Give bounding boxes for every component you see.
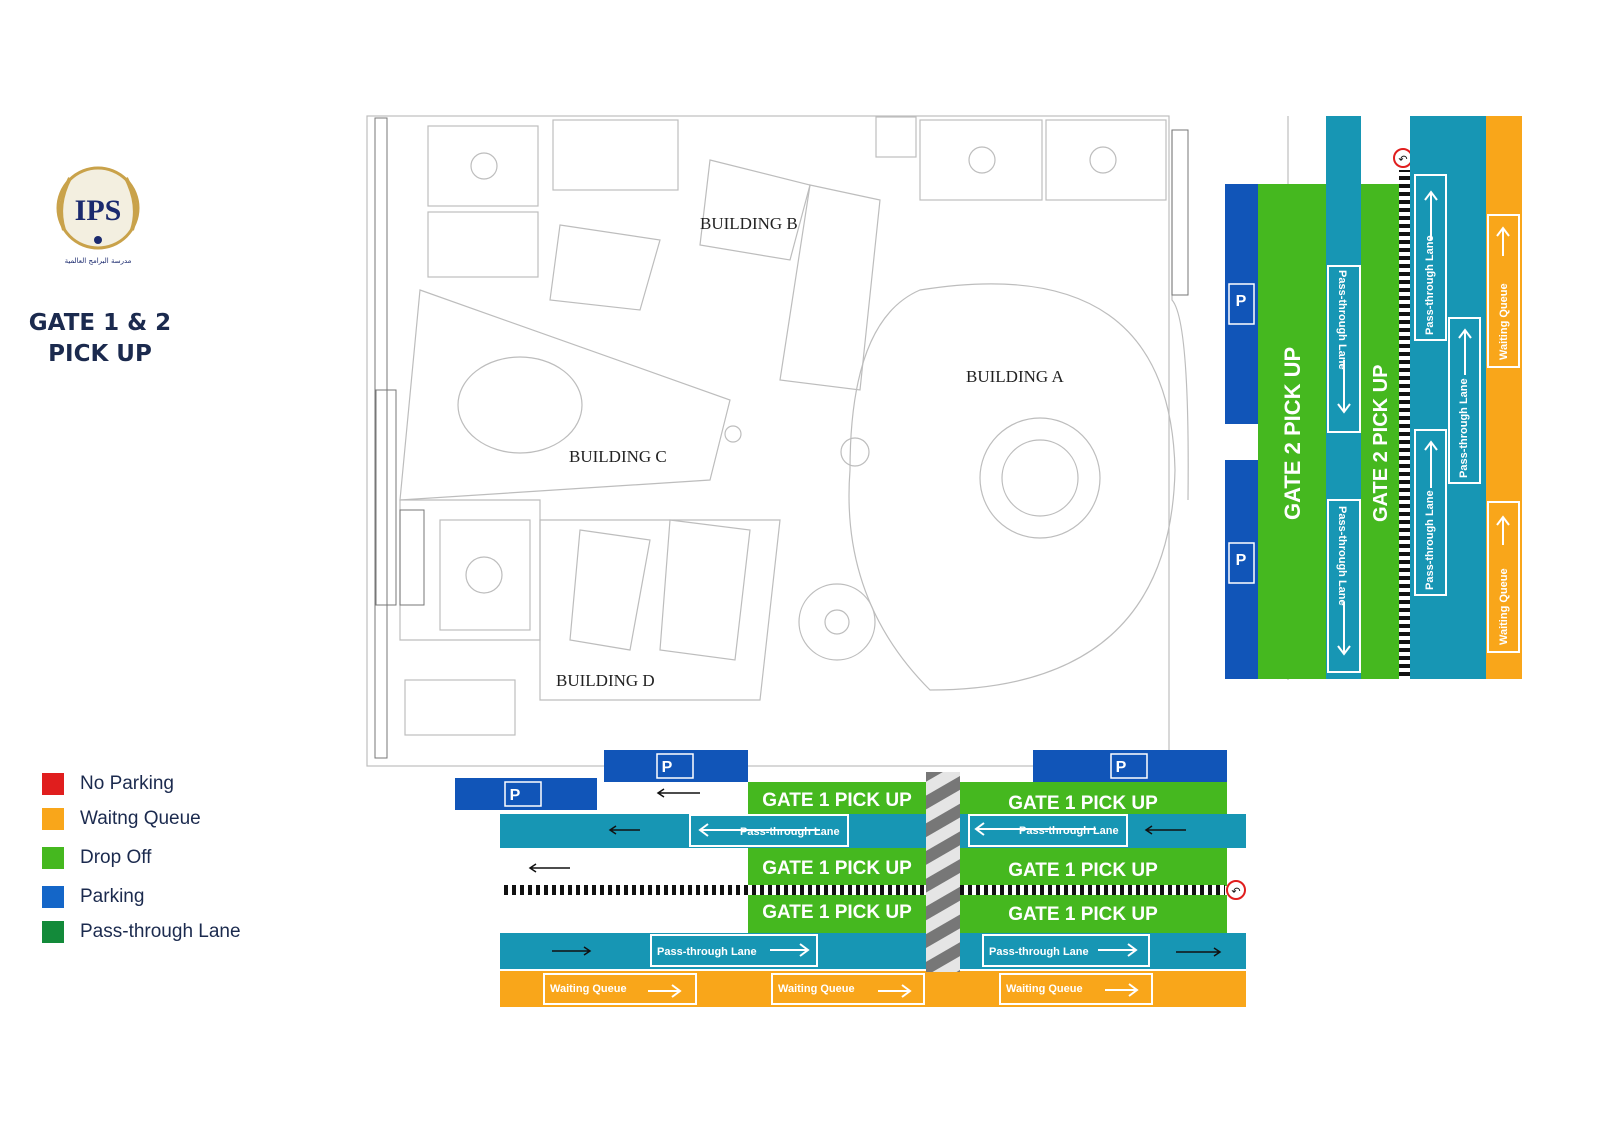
building-b-label: BUILDING B bbox=[700, 214, 798, 233]
logo-letters: IPS bbox=[75, 194, 122, 227]
legend-swatch bbox=[42, 921, 64, 943]
direction-arrows bbox=[648, 190, 1510, 998]
floor-plan bbox=[366, 115, 1289, 767]
gate-1-dropoff-lane bbox=[960, 895, 1227, 933]
no-parking-divider bbox=[960, 885, 1225, 895]
legend-label: Parking bbox=[80, 886, 145, 907]
legend-item-waiting-queue: Waitng Queue bbox=[42, 806, 201, 832]
legend-item-parking: Parking bbox=[42, 884, 144, 910]
legend-swatch bbox=[42, 847, 64, 869]
gate-1-dropoff-lane bbox=[960, 782, 1227, 814]
gate-1-dropoff-lane bbox=[748, 782, 926, 814]
legend-label: Drop Off bbox=[80, 847, 152, 868]
waiting-queue-label: Waiting Queue bbox=[778, 983, 855, 995]
parking-symbol: P bbox=[1236, 552, 1247, 569]
gate-2-dropoff-lane bbox=[1258, 184, 1326, 679]
gate-1-dropoff-lane bbox=[748, 895, 926, 933]
legend-swatch bbox=[42, 808, 64, 830]
pass-lane-label: Pass-through Lane bbox=[1336, 506, 1348, 606]
legend-label: Pass-through Lane bbox=[80, 921, 241, 942]
parking-strip bbox=[604, 750, 748, 782]
u-turn-icon: ↶ bbox=[1226, 880, 1246, 900]
parking-icon: P bbox=[1228, 283, 1255, 325]
svg-text:↶: ↶ bbox=[1231, 885, 1240, 898]
gate-2-pickup-label: GATE 2 PICK UP bbox=[1370, 365, 1392, 522]
no-parking-divider bbox=[1399, 170, 1410, 679]
parking-symbol: P bbox=[510, 787, 521, 804]
legend-item-no-parking: No Parking bbox=[42, 771, 174, 797]
pass-lane-label: Pass-through Lane bbox=[989, 946, 1089, 958]
legend-item-drop-off: Drop Off bbox=[42, 845, 151, 871]
parking-icon: P bbox=[656, 753, 694, 779]
waiting-queue-label: Waiting Queue bbox=[1498, 568, 1510, 645]
pass-lane-label: Pass-through Lane bbox=[1424, 235, 1436, 335]
pass-lane-sign: Pass-through Lane bbox=[1448, 317, 1481, 484]
title-line-2: PICK UP bbox=[48, 341, 152, 367]
no-parking-divider bbox=[500, 885, 926, 895]
svg-text:↶: ↶ bbox=[1398, 153, 1407, 166]
waiting-queue-label: Waiting Queue bbox=[1498, 283, 1510, 360]
gate-2-waiting-queue bbox=[1486, 116, 1522, 679]
logo-arabic-text: مدرسة البرامج العالمية bbox=[65, 257, 132, 265]
legend-label: Waitng Queue bbox=[80, 808, 201, 829]
building-a-label: BUILDING A bbox=[966, 367, 1064, 386]
floor-plan-stairs bbox=[374, 117, 1189, 759]
gate-1-dropoff-lane bbox=[748, 848, 926, 886]
pass-lane-sign: Pass-through Lane bbox=[650, 934, 818, 967]
waiting-queue-sign: Waiting Queue bbox=[1487, 501, 1520, 653]
u-turn-icon: ↶ bbox=[1393, 148, 1413, 168]
gate-1-pass-lane bbox=[960, 814, 1246, 848]
parking-icon: P bbox=[1228, 542, 1255, 584]
pass-lane-sign: Pass-through Lane bbox=[1327, 265, 1361, 433]
waiting-queue-sign: Waiting Queue bbox=[999, 973, 1153, 1005]
parking-symbol: P bbox=[1116, 759, 1127, 776]
title-line-1: GATE 1 & 2 bbox=[28, 310, 172, 336]
building-d-label: BUILDING D bbox=[556, 671, 655, 690]
pedestrian-crossing bbox=[926, 772, 960, 972]
gate-1-pickup-label: GATE 1 PICK UP bbox=[1008, 793, 1158, 814]
parking-symbol: P bbox=[662, 759, 673, 776]
pass-lane-label: Pass-through Lane bbox=[1019, 825, 1119, 837]
pass-lane-label: Pass-through Lane bbox=[657, 946, 757, 958]
parking-symbol: P bbox=[1236, 293, 1247, 310]
pass-lane-sign: Pass-through Lane bbox=[1327, 499, 1361, 673]
road-arrows bbox=[528, 788, 1222, 957]
waiting-queue-label: Waiting Queue bbox=[1006, 983, 1083, 995]
school-logo: IPS مدرسة البرامج العالمية bbox=[56, 166, 140, 265]
pass-lane-sign: Pass-through Lane bbox=[982, 934, 1150, 967]
gate-1-pickup-label: GATE 1 PICK UP bbox=[762, 790, 912, 811]
pass-lane-label: Pass-through Lane bbox=[1424, 490, 1436, 590]
pass-lane-sign: Pass-through Lane bbox=[1414, 174, 1447, 341]
waiting-queue-label: Waiting Queue bbox=[550, 983, 627, 995]
parking-strip bbox=[455, 778, 597, 810]
pass-lane-sign: Pass-through Lane bbox=[1414, 429, 1447, 596]
gate-2-zone: P P GATE 2 PICK UP Pass-through Lane Pas… bbox=[1225, 116, 1522, 679]
legend-swatch bbox=[42, 886, 64, 908]
parking-icon: P bbox=[504, 781, 542, 807]
legend-item-pass-through: Pass-through Lane bbox=[42, 919, 241, 945]
gate-2-dropoff-lane bbox=[1361, 184, 1399, 679]
gate-1-pickup-label: GATE 1 PICK UP bbox=[762, 858, 912, 879]
pass-lane-label: Pass-through Lane bbox=[1336, 270, 1348, 370]
page-title: GATE 1 & 2 PICK UP bbox=[20, 308, 180, 370]
waiting-queue-sign: Waiting Queue bbox=[1487, 214, 1520, 368]
legend-label: No Parking bbox=[80, 773, 174, 794]
gate-1-zone: P P P GATE 1 PICK UP GATE 1 PICK UP Pass… bbox=[455, 750, 1246, 1007]
gate-2-pickup-label: GATE 2 PICK UP bbox=[1280, 347, 1305, 520]
building-c-label: BUILDING C bbox=[569, 447, 667, 466]
pass-lane-label: Pass-through Lane bbox=[740, 826, 840, 838]
legend-swatch bbox=[42, 773, 64, 795]
gate-1-pickup-label: GATE 1 PICK UP bbox=[1008, 904, 1158, 925]
waiting-queue-sign: Waiting Queue bbox=[543, 973, 697, 1005]
gate-1-pickup-label: GATE 1 PICK UP bbox=[762, 902, 912, 923]
parking-icon: P bbox=[1110, 753, 1148, 779]
gate-1-pickup-label: GATE 1 PICK UP bbox=[1008, 860, 1158, 881]
gate-1-dropoff-lane bbox=[960, 848, 1227, 886]
parking-strip bbox=[1033, 750, 1227, 782]
waiting-queue-sign: Waiting Queue bbox=[771, 973, 925, 1005]
pass-lane-label: Pass-through Lane bbox=[1458, 378, 1470, 478]
